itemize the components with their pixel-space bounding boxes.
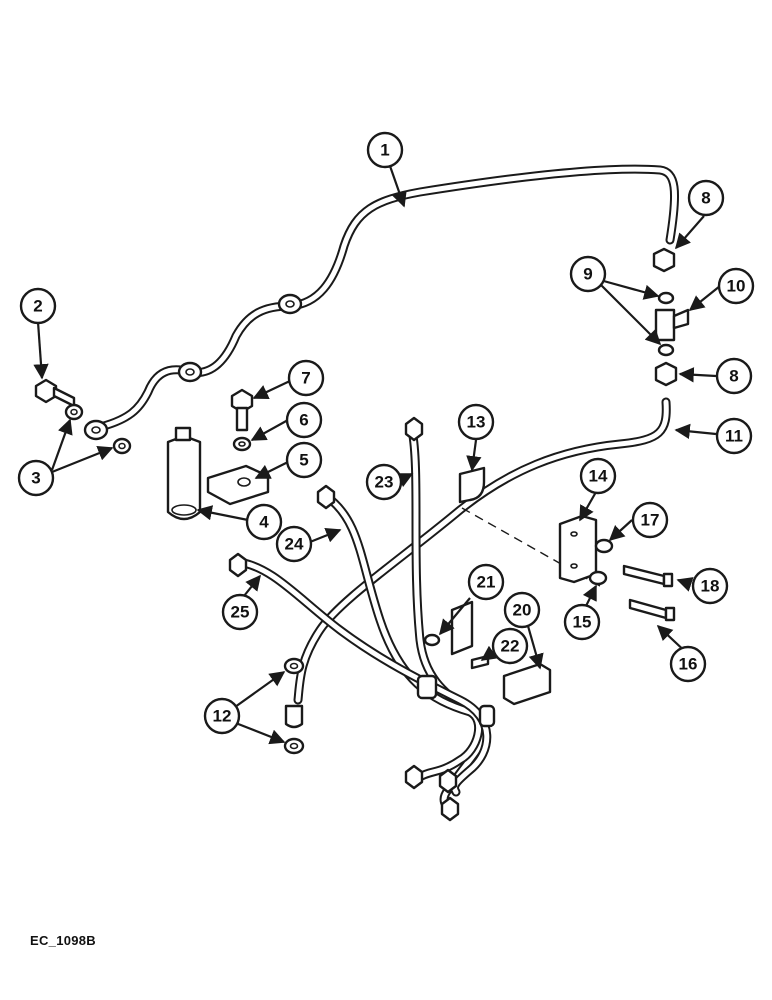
clamp-washer bbox=[232, 436, 252, 452]
svg-text:21: 21 bbox=[477, 573, 496, 592]
svg-text:20: 20 bbox=[513, 601, 532, 620]
callout-15: 15 bbox=[563, 603, 601, 641]
pipe-nut-lower bbox=[654, 361, 678, 387]
callout-9: 9 bbox=[569, 255, 607, 293]
callout-6: 6 bbox=[285, 401, 323, 439]
injector-clamp bbox=[206, 464, 270, 506]
callout-8-bottom: 8 bbox=[715, 357, 753, 395]
leader-lines bbox=[33, 165, 721, 745]
callout-23: 23 bbox=[365, 463, 403, 501]
svg-text:1: 1 bbox=[380, 141, 389, 160]
callout-1: 1 bbox=[366, 131, 404, 169]
callout-13: 13 bbox=[457, 403, 495, 441]
svg-text:8: 8 bbox=[729, 367, 738, 386]
callout-3: 3 bbox=[17, 459, 55, 497]
svg-text:3: 3 bbox=[31, 469, 40, 488]
callout-21: 21 bbox=[467, 563, 505, 601]
svg-text:5: 5 bbox=[299, 451, 308, 470]
callout-5: 5 bbox=[285, 441, 323, 479]
svg-text:23: 23 bbox=[375, 473, 394, 492]
callout-10: 10 bbox=[717, 267, 755, 305]
callout-17: 17 bbox=[631, 501, 669, 539]
callout-8-top: 8 bbox=[687, 179, 725, 217]
callout-14: 14 bbox=[579, 457, 617, 495]
injector-pipes bbox=[228, 416, 496, 822]
callout-11: 11 bbox=[715, 417, 753, 455]
mounting-bracket bbox=[558, 514, 598, 584]
callout-24: 24 bbox=[275, 525, 313, 563]
callout-4: 4 bbox=[245, 503, 283, 541]
injector bbox=[166, 426, 202, 521]
svg-text:11: 11 bbox=[725, 427, 743, 446]
drawing-reference-code: EC_1098B bbox=[30, 933, 96, 948]
banjo-washers bbox=[283, 657, 305, 755]
pipe-clip bbox=[458, 466, 486, 504]
callout-25: 25 bbox=[221, 593, 259, 631]
svg-text:18: 18 bbox=[701, 577, 720, 596]
callout-7: 7 bbox=[287, 359, 325, 397]
svg-text:14: 14 bbox=[589, 467, 608, 486]
callout-22: 22 bbox=[491, 627, 529, 665]
return-pipe bbox=[293, 397, 671, 705]
alignment-line bbox=[461, 507, 601, 587]
bracket-bolts bbox=[622, 564, 676, 622]
clamp-bolt bbox=[230, 388, 254, 432]
svg-text:10: 10 bbox=[727, 277, 746, 296]
callout-12: 12 bbox=[203, 697, 241, 735]
svg-text:17: 17 bbox=[641, 511, 660, 530]
callout-20: 20 bbox=[503, 591, 541, 629]
bracket-washers bbox=[588, 538, 614, 586]
leak-off-pipe bbox=[83, 164, 680, 441]
callout-18: 18 bbox=[691, 567, 729, 605]
svg-text:22: 22 bbox=[501, 637, 520, 656]
svg-text:24: 24 bbox=[285, 535, 304, 554]
banjo-bolt bbox=[34, 378, 76, 408]
svg-text:25: 25 bbox=[231, 603, 250, 622]
svg-text:15: 15 bbox=[573, 613, 592, 632]
callout-2: 2 bbox=[19, 287, 57, 325]
svg-text:2: 2 bbox=[33, 297, 42, 316]
svg-text:6: 6 bbox=[299, 411, 308, 430]
svg-text:13: 13 bbox=[467, 413, 486, 432]
svg-text:16: 16 bbox=[679, 655, 698, 674]
svg-text:4: 4 bbox=[259, 513, 269, 532]
svg-text:7: 7 bbox=[301, 369, 310, 388]
sealing-washers bbox=[64, 403, 132, 455]
pipe-nut-upper bbox=[652, 247, 676, 273]
svg-text:12: 12 bbox=[213, 707, 232, 726]
callout-16: 16 bbox=[669, 645, 707, 683]
union-fitting bbox=[654, 291, 690, 357]
svg-text:8: 8 bbox=[701, 189, 710, 208]
svg-text:9: 9 bbox=[583, 265, 592, 284]
